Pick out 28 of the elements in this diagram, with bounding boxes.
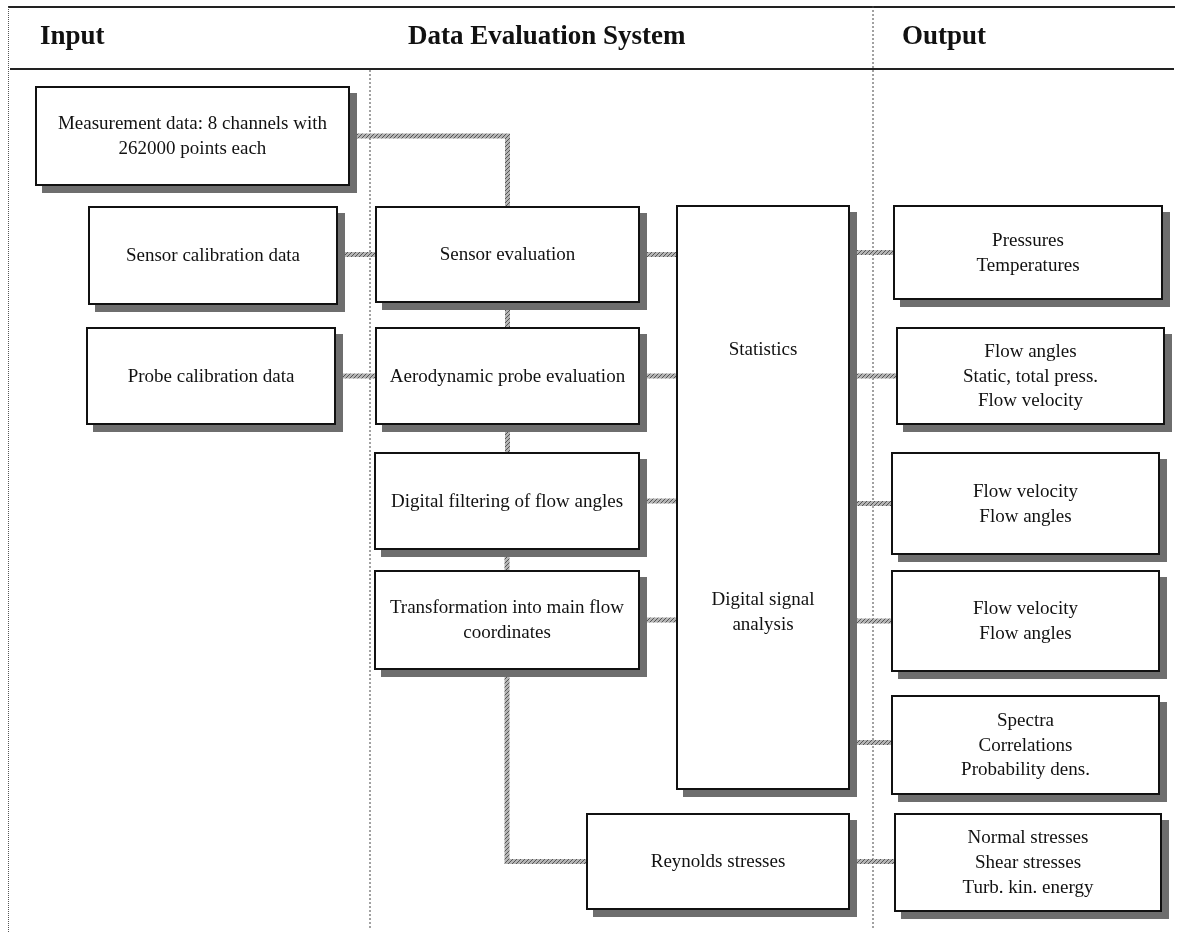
node-text: Static, total press.: [962, 363, 1099, 388]
node-text: Flow velocity: [978, 388, 1083, 413]
node-text: Statistics: [727, 337, 799, 361]
node-text: Temperatures: [976, 252, 1080, 277]
node-text: Flow angles: [979, 621, 1072, 645]
node-text: Reynolds stresses: [650, 849, 786, 874]
node-text: Digital signal analysis: [710, 587, 816, 636]
node-text: Transformation into main flow coordinates: [388, 595, 626, 644]
node-text: Flow velocity: [973, 478, 1078, 503]
node-text: Flow velocity: [973, 596, 1078, 621]
column-heading: Output: [902, 20, 987, 51]
node-text: Sensor evaluation: [439, 242, 576, 267]
node-text: Turb. kin. energy: [962, 874, 1094, 899]
node-text: Spectra: [997, 707, 1054, 732]
node-text: Flow angles: [979, 503, 1072, 528]
node-text: Normal stresses: [967, 825, 1089, 850]
node-text: Aerodynamic probe evaluation: [389, 363, 626, 388]
node-text: Sensor calibration data: [125, 243, 301, 268]
node-text: Pressures: [992, 227, 1064, 252]
node-text: Probe calibration data: [127, 363, 295, 388]
node-text: Flow angles: [984, 338, 1077, 363]
node-text: Correlations: [978, 732, 1073, 757]
column-heading: Data Evaluation System: [408, 20, 686, 51]
node-text: Shear stresses: [974, 850, 1082, 875]
column-heading: Input: [40, 20, 105, 51]
node-text: Probability dens.: [961, 757, 1090, 782]
node-text: Measurement data: 8 channels with 262000 points each: [56, 111, 329, 160]
node-text: Digital filtering of flow angles: [390, 488, 624, 513]
